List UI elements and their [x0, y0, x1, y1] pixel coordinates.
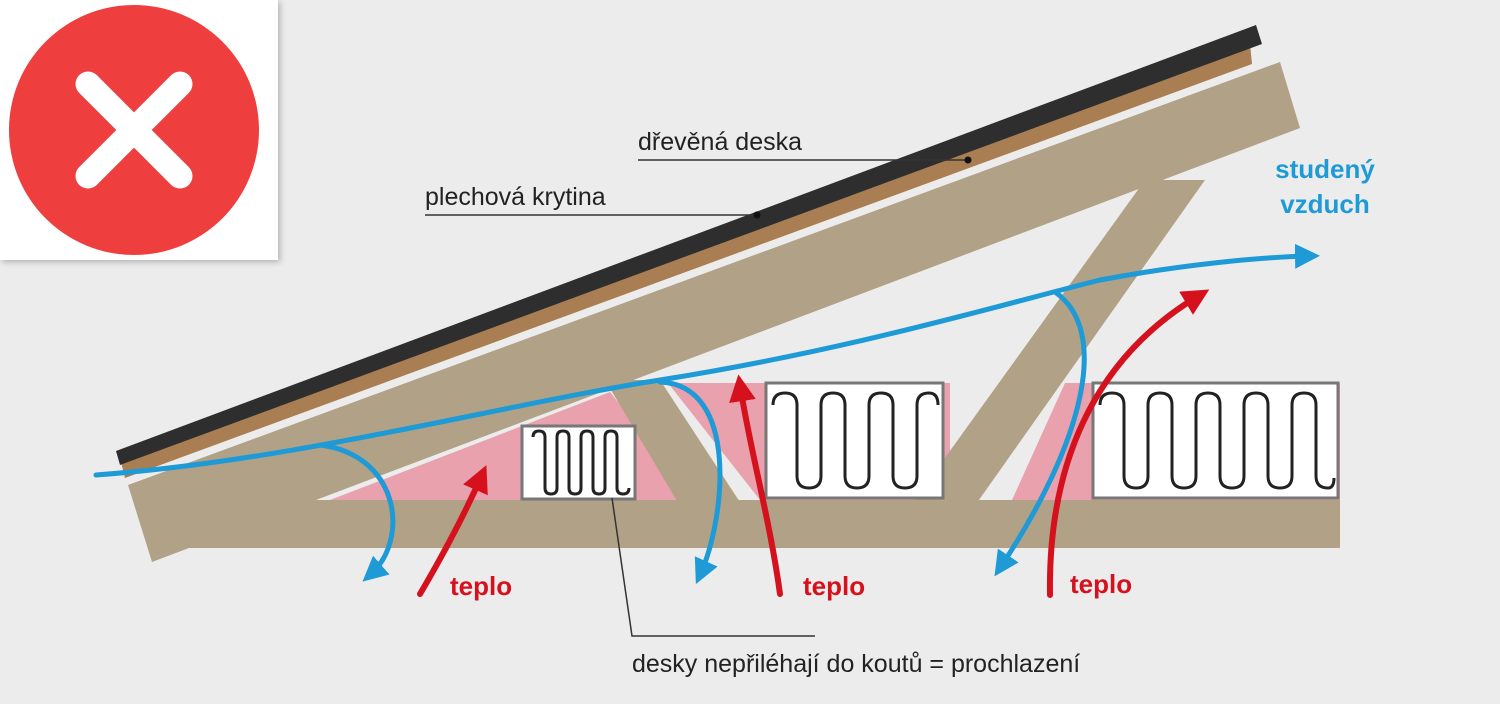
insulation-board-right	[1091, 381, 1340, 500]
label-heat-left: teplo	[450, 571, 512, 601]
label-wood-board: dřevěná deska	[638, 128, 802, 156]
cold-air-branch-right	[994, 289, 1087, 577]
label-cold-air-1: studený	[1275, 154, 1375, 184]
label-cold-air-2: vzduch	[1280, 189, 1370, 219]
label-gap-note: desky nepřiléhají do koutů = prochlazení	[632, 650, 1080, 678]
heat-flow-arrows	[417, 289, 1210, 598]
timber-structure	[128, 62, 1340, 562]
heat-arrow-middle	[729, 374, 783, 597]
label-heat-right: teplo	[1070, 569, 1132, 599]
wrong-badge	[0, 0, 278, 260]
leader-gap-note	[611, 497, 815, 637]
insulation-board-small	[520, 424, 637, 501]
brace-left	[605, 380, 770, 548]
cold-air-main-stream	[93, 243, 1320, 478]
heat-arrow-left	[417, 465, 488, 597]
cold-air-branch-middle	[657, 379, 723, 585]
label-heat-middle: teplo	[803, 571, 865, 601]
cold-air-flow	[93, 243, 1320, 585]
wood-board-layer	[120, 44, 1252, 478]
metal-roofing-layer	[116, 25, 1262, 465]
close-x-icon	[9, 5, 259, 255]
label-metal-roofing: plechová krytina	[425, 183, 606, 211]
brace-right	[880, 180, 1205, 548]
rafter	[128, 62, 1300, 562]
cold-air-branch-left	[317, 442, 396, 582]
heat-arrow-right	[1046, 289, 1210, 598]
leader-lines	[425, 156, 972, 637]
insulation-board-middle	[764, 381, 945, 500]
